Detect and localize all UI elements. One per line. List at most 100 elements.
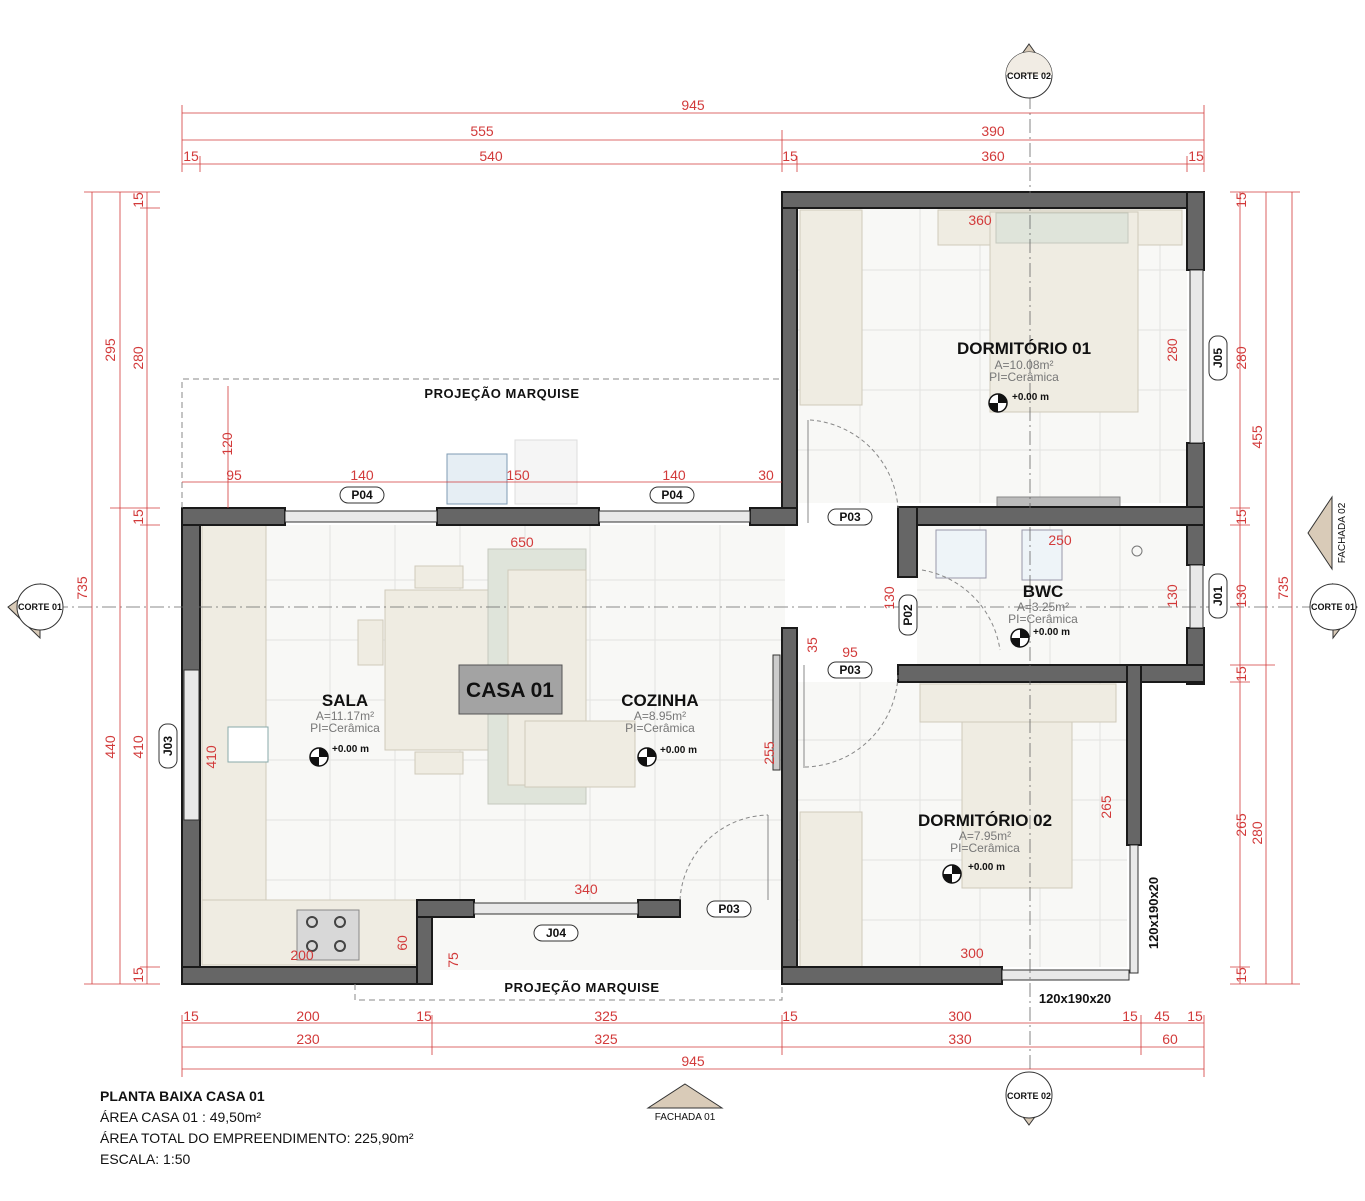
- room-area-bwc: A=3.25m²: [1017, 600, 1069, 614]
- room-floor-sala: PI=Cerâmica: [310, 721, 380, 735]
- dim-top-a: 555: [470, 123, 494, 139]
- tag-j03: J03: [161, 736, 175, 756]
- level-markers: [309, 393, 1030, 884]
- fachada01-label: FACHADA 01: [655, 1112, 716, 1123]
- tag-p04-a: P04: [351, 488, 373, 502]
- level-marker-icon: [942, 864, 962, 884]
- tag-p03-a: P03: [839, 510, 861, 524]
- corte02-top-marker: CORTE 02: [1005, 43, 1053, 99]
- door-swings: [679, 419, 1001, 901]
- dim-bot-a4: 325: [594, 1008, 618, 1024]
- bwc-sink: [935, 529, 987, 579]
- dim-in-280: 280: [1164, 338, 1180, 362]
- dim-win-30: 30: [758, 467, 774, 483]
- corte01-left-label: CORTE 01: [18, 602, 62, 612]
- dim-bot-a9: 15: [1187, 1008, 1203, 1024]
- wardrobe-dorm01: [799, 209, 863, 406]
- dim-bot-b3: 330: [948, 1031, 972, 1047]
- corte01-left-marker: CORTE 01: [7, 583, 64, 640]
- dim-in-250: 250: [1048, 532, 1072, 548]
- bed-dorm01: [989, 211, 1139, 413]
- dim-in-410: 410: [203, 745, 219, 769]
- room-area-sala: A=11.17m²: [316, 709, 374, 723]
- room-name-sala: SALA: [322, 691, 368, 710]
- opening-tags: P04 P04 P03 P03 P03 J04 P02 J03 J05 J01 …: [158, 335, 1228, 1006]
- dim-in-35: 35: [804, 637, 820, 653]
- windows: [183, 269, 1204, 981]
- dimension-labels: 945 555 390 15 540 15 360 15 15 200 15 3…: [74, 97, 1291, 1069]
- dim-left-c3: 15: [130, 509, 146, 525]
- dim-win-95: 95: [226, 467, 242, 483]
- dim-right-c5: 15: [1233, 666, 1249, 682]
- dim-bot-a2: 200: [296, 1008, 320, 1024]
- dim-top-total: 945: [681, 97, 705, 113]
- room-level-dorm01: +0.00 m: [1012, 392, 1049, 403]
- drawing-area-total: ÁREA TOTAL DO EMPREENDIMENTO: 225,90m²: [100, 1130, 414, 1146]
- dim-left-b: 440: [102, 735, 118, 759]
- dim-in-95: 95: [842, 644, 858, 660]
- window-size-vertical: 120x190x20: [1146, 877, 1161, 949]
- section-markers: CORTE 02 CORTE 02 CORTE 01 CORTE 01 FACH…: [7, 43, 1358, 1126]
- dim-in-75: 75: [445, 952, 461, 968]
- dim-win-140a: 140: [350, 467, 374, 483]
- room-floor-dorm02: PI=Cerâmica: [950, 841, 1020, 855]
- dim-bot-a3: 15: [416, 1008, 432, 1024]
- room-name-dorm01: DORMITÓRIO 01: [957, 339, 1091, 358]
- room-area-dorm02: A=7.95m²: [959, 829, 1011, 843]
- room-labels: DORMITÓRIO 01 A=10.08m² PI=Cerâmica +0.0…: [310, 339, 1091, 873]
- dim-right-a: 455: [1249, 425, 1265, 449]
- dim-top-c3: 15: [782, 148, 798, 164]
- projection-label-bottom: PROJEÇÃO MARQUISE: [504, 980, 659, 995]
- dim-bot-a1: 15: [183, 1008, 199, 1024]
- tag-p02: P02: [901, 604, 915, 626]
- dim-right-b: 280: [1249, 821, 1265, 845]
- room-floor-dorm01: PI=Cerâmica: [989, 370, 1059, 384]
- level-marker-icon: [988, 393, 1008, 413]
- corte02-bottom-label: CORTE 02: [1007, 1091, 1051, 1101]
- dim-in-300: 300: [960, 945, 984, 961]
- tag-j01: J01: [1211, 586, 1225, 606]
- toilet: [1021, 529, 1063, 581]
- tag-j04: J04: [546, 926, 566, 940]
- dim-left-c4: 410: [130, 735, 146, 759]
- room-floor-cozinha: PI=Cerâmica: [625, 721, 695, 735]
- room-area-dorm01: A=10.08m²: [994, 358, 1053, 372]
- dim-top-c5: 15: [1188, 148, 1204, 164]
- drawing-info: PLANTA BAIXA CASA 01 ÁREA CASA 01 : 49,5…: [100, 1086, 414, 1170]
- tag-p03-b: P03: [839, 663, 861, 677]
- corte01-right-label: CORTE 01: [1311, 602, 1355, 612]
- level-marker-icon: [1010, 628, 1030, 648]
- house-label: CASA 01: [466, 679, 554, 702]
- dim-in-60: 60: [394, 935, 410, 951]
- drawing-scale: ESCALA: 1:50: [100, 1151, 191, 1167]
- level-marker-icon: [637, 747, 657, 767]
- dim-in-340: 340: [574, 881, 598, 897]
- dim-right-c1: 15: [1233, 192, 1249, 208]
- dim-bot-a8: 45: [1154, 1008, 1170, 1024]
- tag-p04-b: P04: [661, 488, 683, 502]
- dim-right-c6: 265: [1233, 813, 1249, 837]
- kitchen-counter: [201, 524, 267, 901]
- corte02-bottom-marker: CORTE 02: [1005, 1071, 1053, 1126]
- dim-left-c5: 15: [130, 967, 146, 983]
- room-level-bwc: +0.00 m: [1033, 627, 1070, 638]
- dim-bot-b4: 60: [1162, 1031, 1178, 1047]
- dim-right-c4: 130: [1233, 584, 1249, 608]
- dim-top-c2: 540: [479, 148, 503, 164]
- dim-right-c2: 280: [1233, 346, 1249, 370]
- window-size-horizontal: 120x190x20: [1039, 991, 1111, 1006]
- sink-icon: [227, 726, 269, 763]
- marquise-projections: [181, 378, 783, 1001]
- drawing-title: PLANTA BAIXA CASA 01: [100, 1088, 265, 1104]
- dim-top-b: 390: [981, 123, 1005, 139]
- room-floor-bwc: PI=Cerâmica: [1008, 612, 1078, 626]
- dim-in-200: 200: [290, 947, 314, 963]
- fachada01-marker: FACHADA 01: [646, 1083, 724, 1123]
- dim-proj-120: 120: [219, 432, 235, 456]
- room-level-dorm02: +0.00 m: [968, 862, 1005, 873]
- dim-right-total: 735: [1275, 576, 1291, 600]
- fachada02-label: FACHADA 02: [1337, 502, 1348, 563]
- dim-bot-a5: 15: [782, 1008, 798, 1024]
- dim-left-c2: 280: [130, 346, 146, 370]
